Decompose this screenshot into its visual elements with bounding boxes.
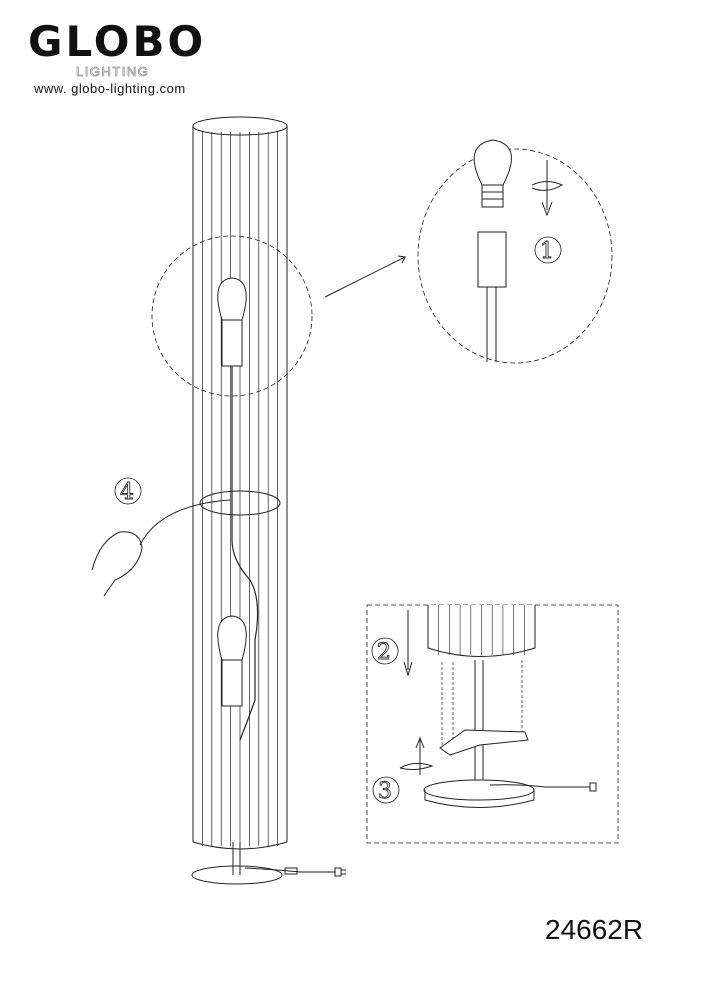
bulb-detail: 1 — [417, 139, 613, 364]
step-4-detail: 4 — [91, 477, 231, 597]
brand-url: www. globo-lighting.com — [34, 81, 186, 96]
lamp-base — [191, 842, 346, 885]
detail-arrow — [324, 255, 407, 298]
lamp-bulb-upper — [217, 277, 247, 367]
step-3-label: 3 — [378, 779, 392, 804]
hand-icon — [91, 531, 143, 597]
model-number: 24662R — [545, 914, 644, 945]
step-4-label: 4 — [120, 480, 134, 505]
inner-cable — [231, 366, 259, 741]
lamp-shade — [192, 116, 288, 850]
shade-ring — [199, 490, 281, 516]
step-2-label: 2 — [377, 640, 391, 665]
step-1-label: 1 — [540, 239, 554, 264]
brand-logo: GLOBO — [28, 17, 207, 66]
lamp-bulb-lower — [217, 615, 247, 707]
base-assembly-detail: 2 3 — [366, 604, 619, 844]
brand-subtitle: LIGHTING — [76, 64, 150, 79]
rotate-down-icon — [531, 160, 564, 217]
detail-highlight-circle — [151, 235, 313, 397]
